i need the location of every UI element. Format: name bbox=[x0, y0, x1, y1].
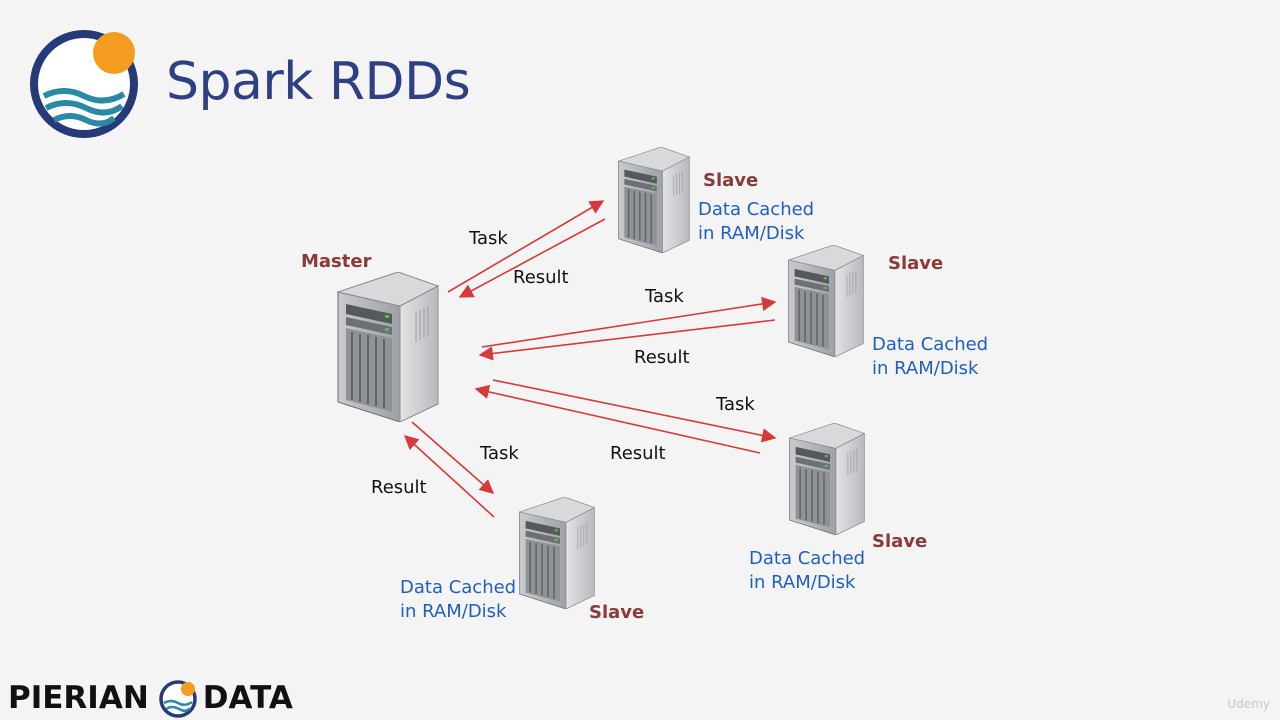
udemy-watermark: Udemy bbox=[1227, 697, 1270, 711]
cache-note-line1: Data Cached bbox=[749, 548, 866, 569]
footer-brand-left: PIERIAN bbox=[8, 680, 149, 716]
result-arrow-top bbox=[458, 218, 606, 298]
task-arrow-top bbox=[447, 200, 605, 293]
task-label: Task bbox=[480, 443, 519, 464]
pierian-footer-logo-icon bbox=[159, 680, 197, 718]
result-label: Result bbox=[371, 477, 427, 498]
task-label: Task bbox=[469, 228, 508, 249]
cache-note-line2: in RAM/Disk bbox=[400, 601, 507, 622]
master-label: Master bbox=[301, 251, 372, 272]
cache-note-line1: Data Cached bbox=[698, 199, 815, 220]
cache-note-line1: Data Cached bbox=[872, 334, 989, 355]
slave-label: Slave bbox=[589, 602, 645, 623]
slave-server-icon bbox=[788, 423, 866, 535]
cache-note: Data Cached in RAM/Disk bbox=[400, 576, 516, 624]
slide-title: Spark RDDs bbox=[166, 52, 471, 112]
result-arrow-right-upper bbox=[478, 319, 776, 361]
result-arrow-bottom bbox=[403, 435, 495, 518]
cache-note-line2: in RAM/Disk bbox=[872, 358, 979, 379]
cache-note-line2: in RAM/Disk bbox=[698, 223, 805, 244]
task-arrow-right-lower bbox=[492, 379, 777, 443]
slave-server-icon bbox=[788, 245, 864, 357]
task-label: Task bbox=[716, 394, 755, 415]
task-label: Task bbox=[645, 286, 684, 307]
footer-brand-right: DATA bbox=[202, 680, 293, 716]
slave-label: Slave bbox=[703, 170, 759, 191]
footer-brand: PIERIAN DATA bbox=[8, 680, 293, 716]
slave-label: Slave bbox=[872, 531, 928, 552]
master-server-icon bbox=[336, 272, 440, 422]
pierian-logo-icon bbox=[30, 30, 138, 138]
cache-note: Data Cached in RAM/Disk bbox=[698, 198, 814, 246]
slave-server-icon bbox=[518, 497, 596, 609]
result-label: Result bbox=[513, 267, 569, 288]
task-arrow-bottom bbox=[411, 421, 495, 494]
cache-note-line1: Data Cached bbox=[400, 577, 517, 598]
cache-note: Data Cached in RAM/Disk bbox=[749, 547, 865, 595]
slave-label: Slave bbox=[888, 253, 944, 274]
result-label: Result bbox=[610, 443, 666, 464]
cache-note: Data Cached in RAM/Disk bbox=[872, 333, 988, 381]
cache-note-line2: in RAM/Disk bbox=[749, 572, 856, 593]
task-arrow-right-upper bbox=[481, 296, 777, 348]
result-arrow-right-lower bbox=[474, 384, 761, 454]
slave-server-icon bbox=[617, 147, 691, 253]
result-label: Result bbox=[634, 347, 690, 368]
